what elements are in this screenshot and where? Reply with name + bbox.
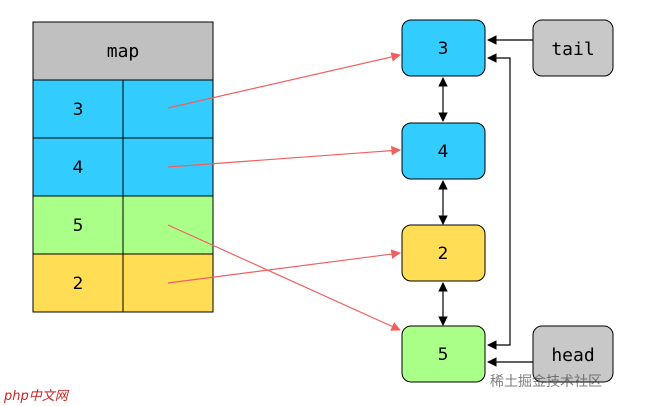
- pointer-arrow-2: [167, 249, 401, 284]
- list-node-box: [401, 19, 486, 77]
- tail-box: [532, 19, 614, 77]
- map-key-label: 2: [73, 274, 84, 294]
- list-node-label: 4: [438, 142, 449, 162]
- tail-label: tail: [551, 39, 594, 60]
- map-key-label: 5: [73, 216, 84, 236]
- list-node: 5: [401, 325, 486, 383]
- list-node-box: [401, 122, 486, 180]
- watermark-right: 稀土掘金技术社区: [490, 374, 602, 390]
- map-row: 3: [32, 79, 214, 139]
- list-node-box: [401, 224, 486, 282]
- map-pointer-arrows: [167, 52, 401, 331]
- head-box: [532, 325, 614, 383]
- map-value-cell: [122, 253, 214, 313]
- head-pointer: head: [532, 325, 614, 383]
- circular-link: [487, 53, 511, 350]
- list-node-label: 3: [438, 39, 449, 59]
- map-row: 4: [32, 137, 214, 197]
- map-key-cell: [32, 79, 124, 139]
- map-key-cell: [32, 137, 124, 197]
- map-row: 2: [32, 253, 214, 313]
- map-value-cell: [122, 79, 214, 139]
- map-key-label: 4: [73, 158, 84, 178]
- circular-link-line: [487, 53, 511, 350]
- tail-pointer: tail: [532, 19, 614, 77]
- list-node: 3: [401, 19, 486, 77]
- map-table: map 3 4 5 2: [32, 21, 214, 313]
- pointer-arrow-3: [167, 52, 401, 109]
- map-title: map: [107, 41, 140, 62]
- list-node: 4: [401, 122, 486, 180]
- list-node: 2: [401, 224, 486, 282]
- list-node-label: 2: [438, 244, 449, 264]
- map-row: 5: [32, 195, 214, 255]
- map-key-cell: [32, 253, 124, 313]
- head-tail-arrows: [487, 35, 533, 367]
- map-header-cell: [32, 21, 214, 81]
- map-key-label: 3: [73, 100, 84, 120]
- list-node-label: 5: [438, 345, 449, 365]
- watermark-left-text: php中文网: [3, 388, 70, 404]
- head-label: head: [551, 345, 594, 366]
- watermark-left: php中文网: [3, 388, 70, 404]
- watermark-right-text: 稀土掘金技术社区: [490, 374, 602, 390]
- pointer-arrow-4: [167, 145, 401, 168]
- list-node-box: [401, 325, 486, 383]
- pointer-arrow-5: [167, 224, 401, 331]
